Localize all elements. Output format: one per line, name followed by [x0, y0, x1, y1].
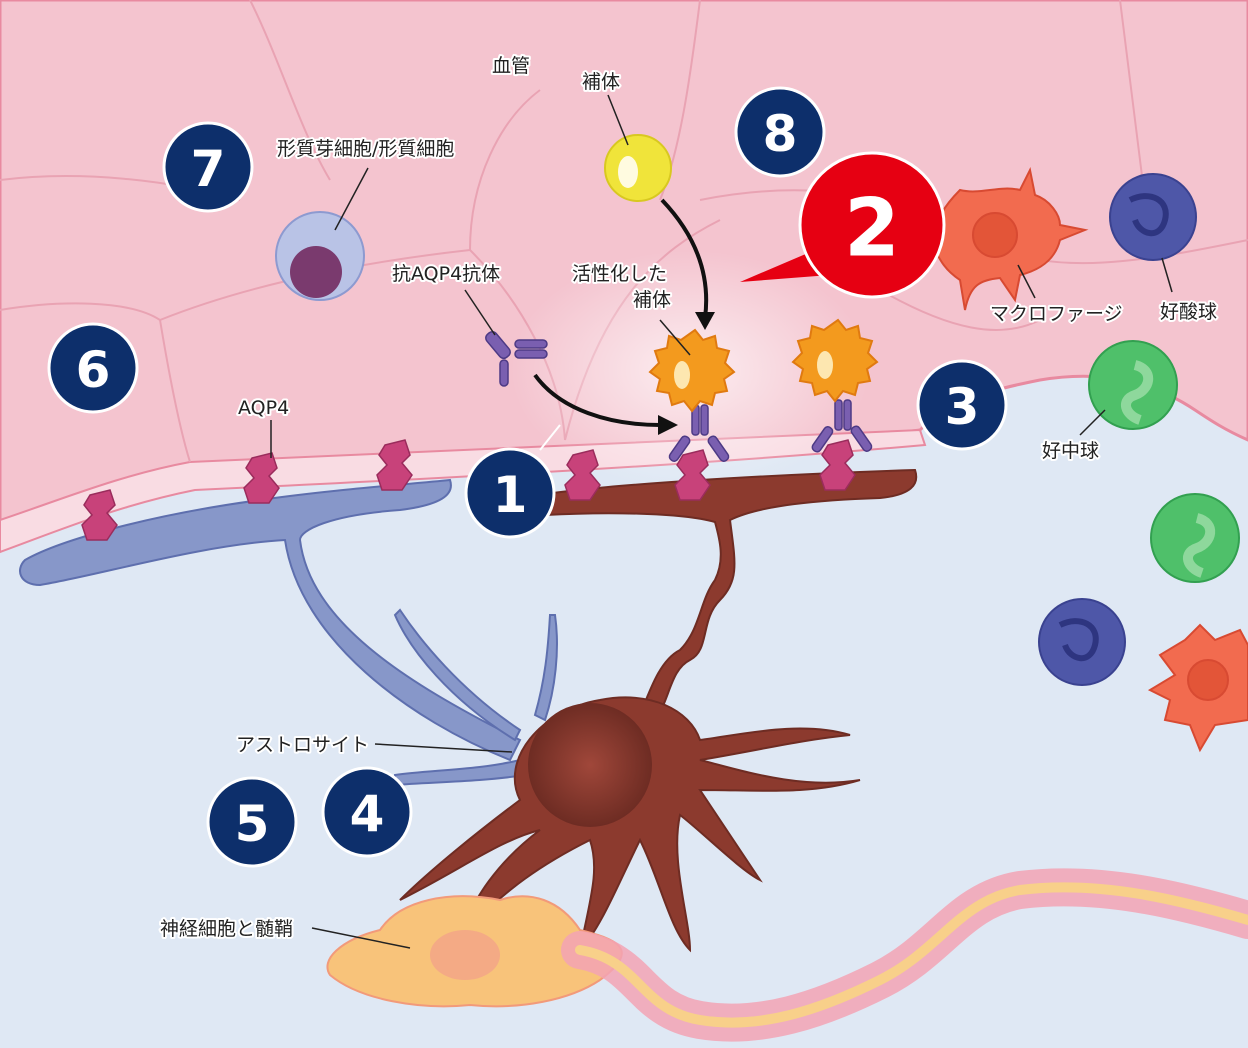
- astrocyte: [399, 696, 861, 954]
- marker-6: 6: [47, 322, 139, 414]
- svg-text:7: 7: [191, 140, 226, 198]
- label-aqp4: AQP4: [238, 397, 289, 419]
- label-anti-aqp4-antibody: 抗AQP4抗体: [392, 263, 500, 285]
- complement: [604, 134, 672, 202]
- macrophage: [912, 166, 1248, 753]
- marker-1: 1: [464, 447, 556, 539]
- leader-lines: [270, 94, 1173, 949]
- svg-text:4: 4: [350, 785, 385, 843]
- eosinophil: [1038, 173, 1197, 686]
- svg-text:6: 6: [76, 341, 111, 399]
- marker-7: 7: [162, 121, 254, 213]
- activated-complement: [648, 318, 879, 413]
- svg-text:5: 5: [235, 795, 270, 853]
- marker-5: 5: [206, 776, 298, 868]
- svg-text:3: 3: [945, 378, 980, 436]
- label-neuron-myelin: 神経細胞と髄鞘: [160, 918, 293, 940]
- label-plasma-cell: 形質芽細胞/形質細胞: [277, 138, 454, 160]
- label-activated-complement-2: 補体: [633, 289, 671, 311]
- astrocyte-endfoot-blue: [19, 478, 558, 787]
- astrocyte-nucleus: [528, 703, 652, 827]
- marker-3: 3: [916, 359, 1008, 451]
- plasma-cell: [275, 211, 365, 301]
- marker-4: 4: [321, 766, 413, 858]
- svg-text:2: 2: [844, 182, 900, 275]
- svg-text:1: 1: [493, 466, 528, 524]
- neutrophil: [1088, 340, 1240, 583]
- label-macrophage: マクロファージ: [990, 303, 1123, 325]
- label-astrocyte: アストロサイト: [236, 734, 369, 756]
- neuron-and-myelin: [326, 868, 1248, 1042]
- label-activated-complement-1: 活性化した: [572, 263, 667, 285]
- arrows: [533, 198, 715, 435]
- marker-8: 8: [734, 86, 826, 178]
- label-eosinophil: 好酸球: [1160, 301, 1217, 323]
- antibodies: [485, 330, 873, 462]
- label-complement: 補体: [582, 71, 620, 93]
- label-vessel: 血管: [492, 55, 530, 77]
- aqp4-proteins: [81, 439, 856, 541]
- label-neutrophil: 好中球: [1042, 440, 1099, 462]
- marker-2: 2: [740, 151, 946, 299]
- svg-text:8: 8: [763, 105, 798, 163]
